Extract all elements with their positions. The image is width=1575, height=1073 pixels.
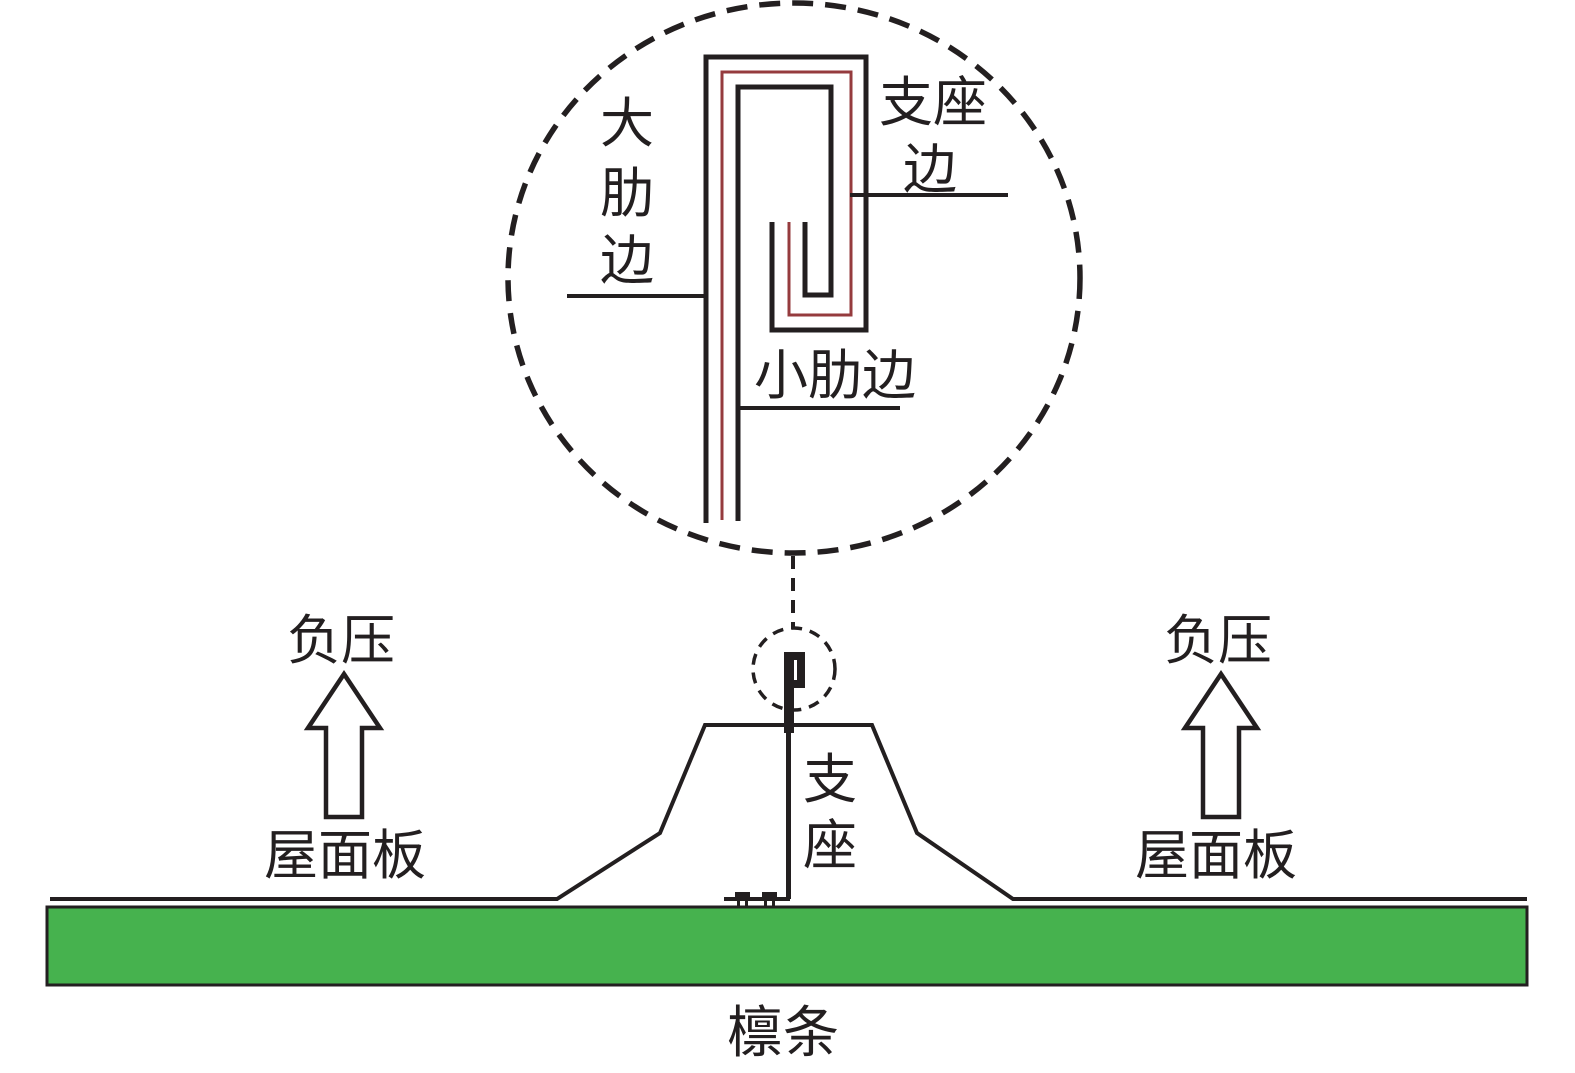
small-rib-label: 小肋边 [754, 346, 916, 406]
big-rib-label-char-2: 肋 [600, 164, 654, 224]
support-label-char-2: 座 [803, 816, 857, 876]
big-rib-label-char-3: 边 [600, 231, 654, 291]
support-clip [724, 722, 791, 907]
support-edge-label-line-2: 边 [903, 140, 957, 200]
clip-base-plate [724, 897, 790, 901]
roof-panel-label-left: 屋面板 [264, 826, 426, 886]
uplift-arrow-right [1180, 669, 1262, 820]
bolt-right-head [762, 892, 777, 897]
bolt-left-head [735, 892, 750, 897]
bolt-right-leg-1 [764, 901, 767, 907]
bolt-right-leg-2 [772, 901, 775, 907]
roof-panel-label-right: 屋面板 [1135, 826, 1297, 886]
bolt-left-leg-2 [745, 901, 748, 907]
support-edge-label-line-1: 支座 [879, 73, 987, 133]
uplift-arrow-left [303, 669, 385, 820]
seam-glyph [784, 652, 805, 733]
seam-glyph-right [797, 652, 805, 688]
purlin-label: 檩条 [727, 1003, 839, 1065]
roof-sheet-profile [50, 723, 1527, 901]
clip-stem [786, 722, 791, 899]
seam-glyph-top [784, 652, 805, 660]
uplift-label-right: 负压 [1164, 611, 1272, 671]
big-rib-label-char-1: 大 [600, 94, 654, 154]
seam-detail-view: 大 肋 边 支座 边 小肋边 [505, 0, 1083, 556]
detail-zoom-circle [505, 0, 1083, 556]
support-label-char-1: 支 [803, 750, 857, 810]
bolt-right [762, 892, 777, 907]
seam-glyph-hook [789, 680, 805, 688]
big-rib-edge-line [703, 54, 869, 523]
purlin-bar [45, 905, 1529, 987]
uplift-label-left: 负压 [287, 611, 395, 671]
small-rib-edge-line [735, 84, 834, 521]
bolt-left [735, 892, 750, 907]
seam-glyph-stem [784, 652, 794, 733]
bolt-left-leg-1 [737, 901, 740, 907]
